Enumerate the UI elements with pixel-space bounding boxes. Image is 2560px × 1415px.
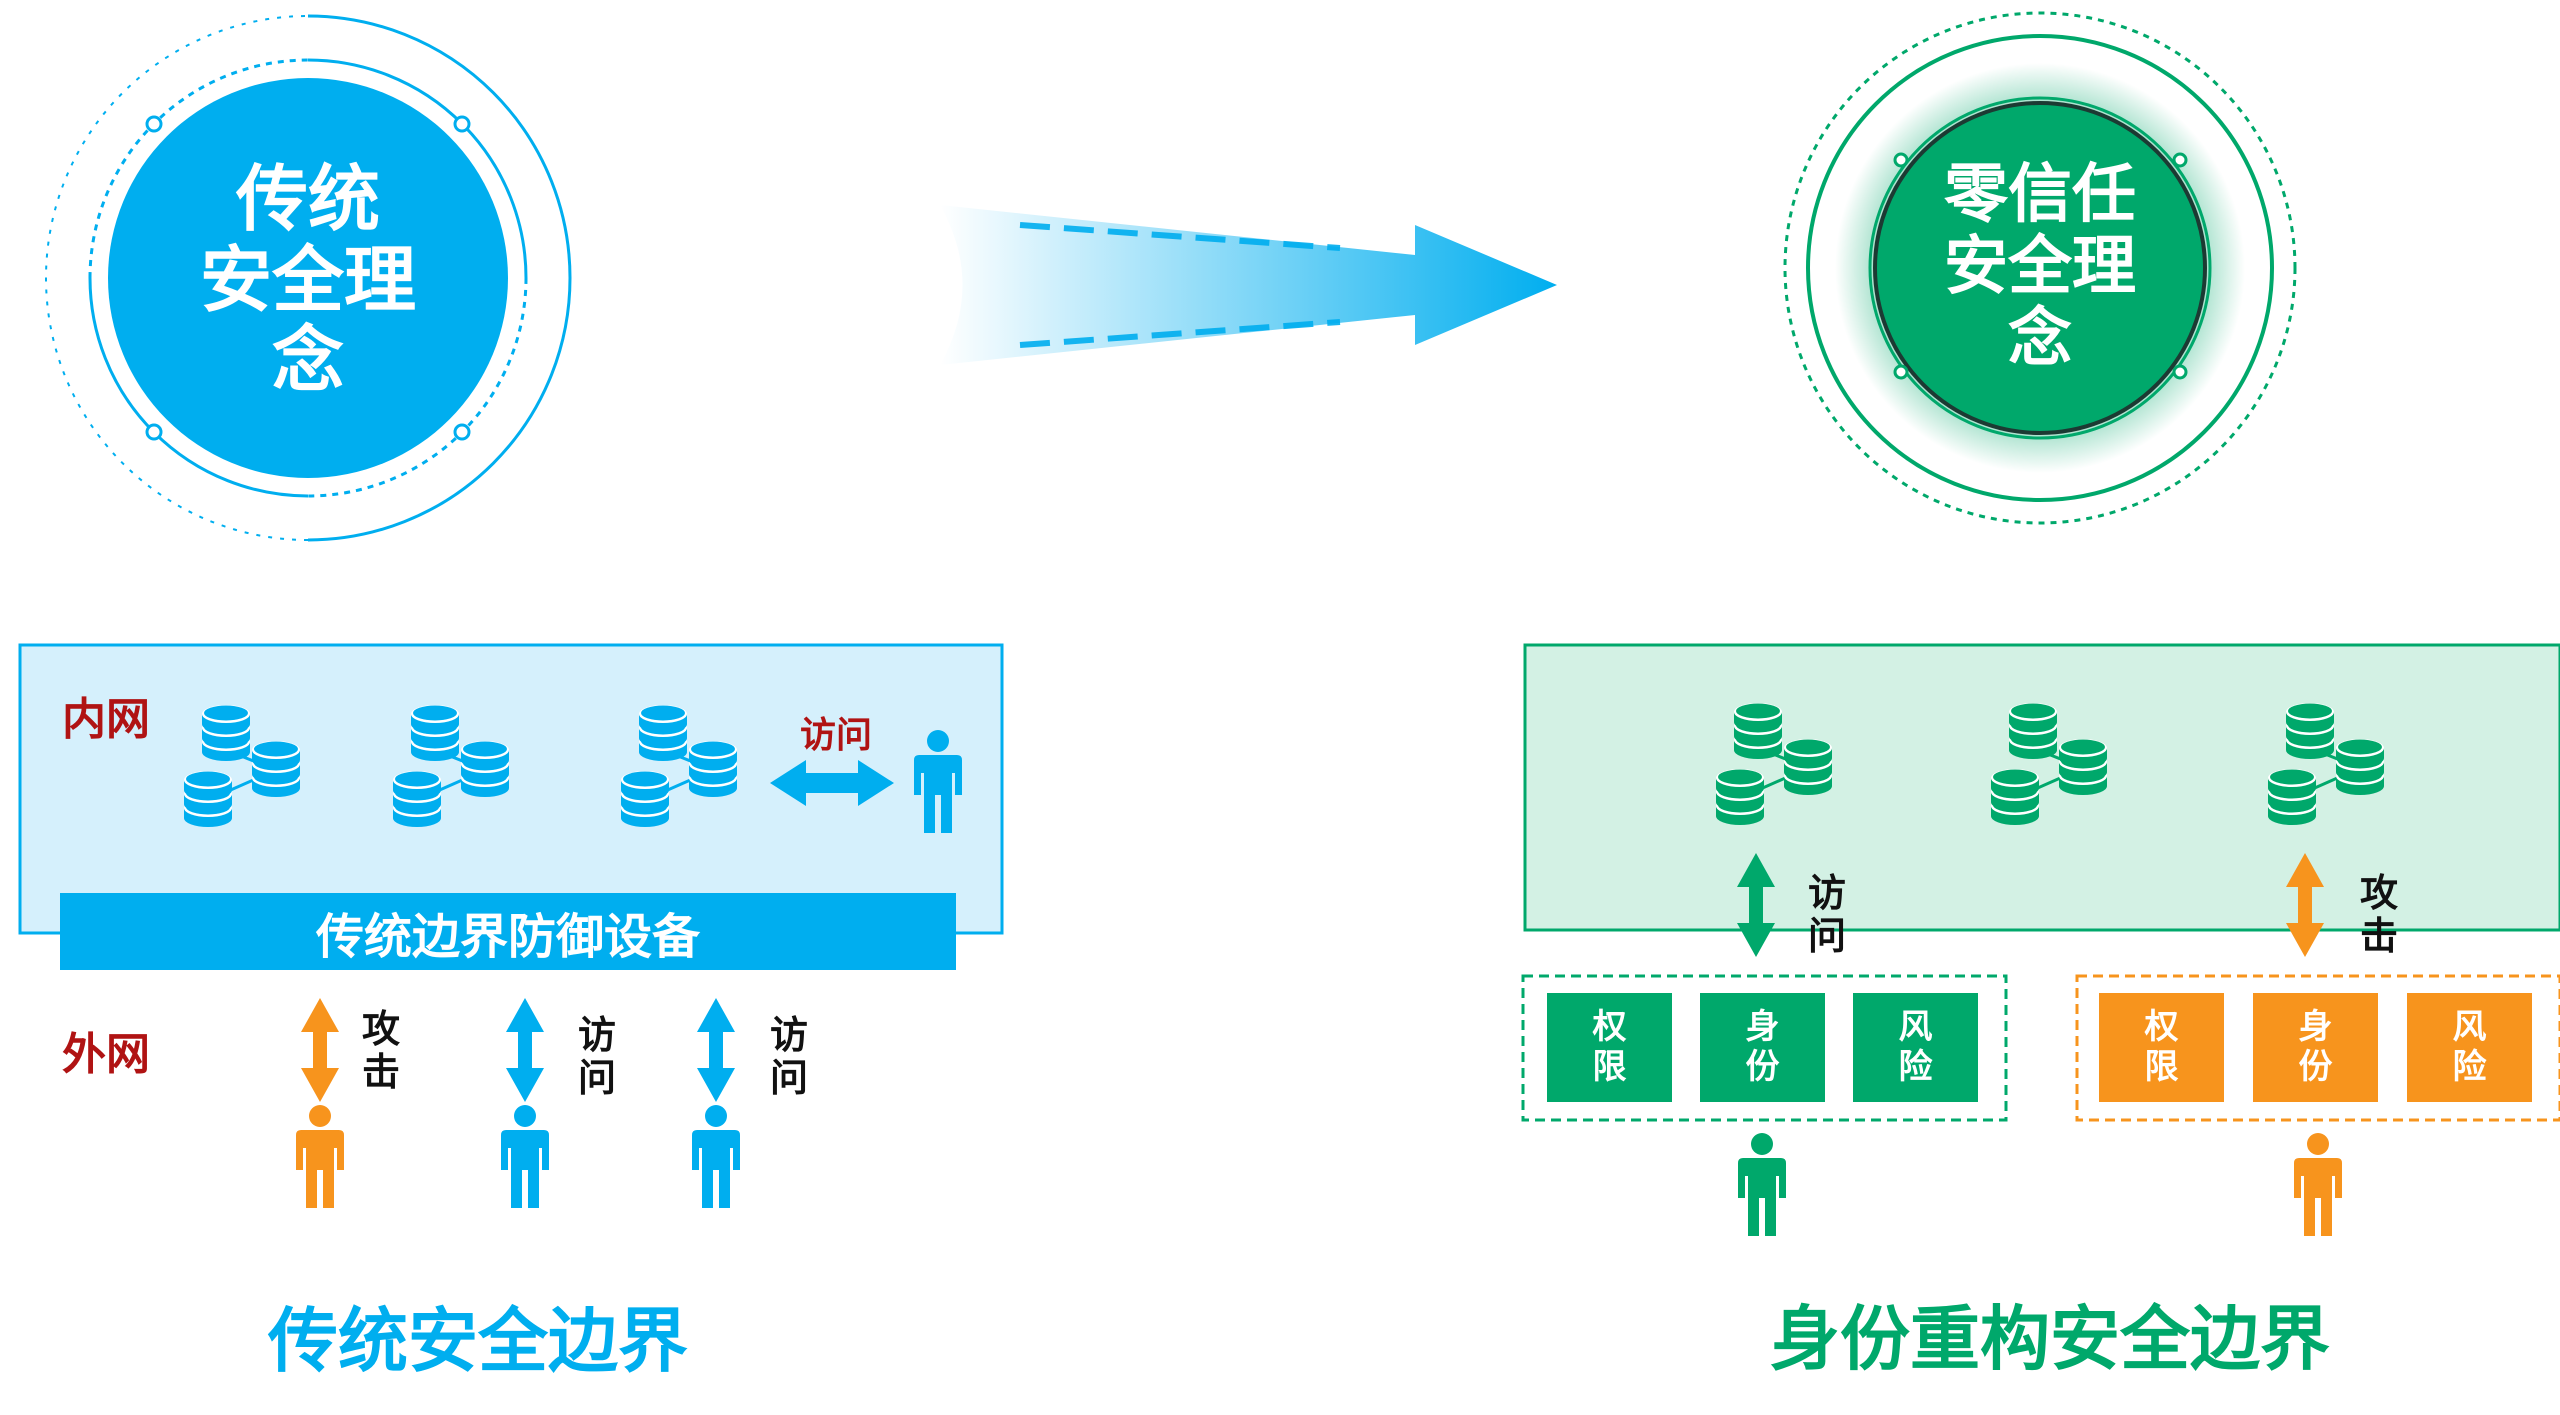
circle-line: 安全理 [199, 237, 416, 322]
extranet-label: 外网 [62, 1029, 150, 1080]
char: 击 [2360, 913, 2399, 958]
char: 击 [362, 1049, 401, 1094]
zero-trust-concept-circle [1783, 11, 2297, 525]
char: 问 [578, 1055, 617, 1100]
circle-line: 念 [2008, 301, 2072, 376]
circle-line: 零信任 [1944, 158, 2136, 233]
char: 风 [2452, 1007, 2487, 1048]
attack-arrow-icon [301, 998, 339, 1102]
intranet-access-label: 访问 [800, 715, 873, 756]
char: 险 [2452, 1046, 2487, 1087]
char: 访 [770, 1013, 809, 1057]
access-label: 访 问 [578, 1014, 638, 1099]
zero-trust-caption: 身份重构安全边界 [1770, 1298, 2330, 1380]
char: 问 [1808, 913, 1847, 958]
char: 风 [1898, 1007, 1933, 1048]
traditional-concept-title: 传统 安全理 念 [108, 130, 508, 430]
circle-line: 念 [271, 318, 344, 403]
char: 权 [1592, 1007, 1627, 1048]
transition-arrow [940, 205, 1557, 365]
char: 限 [1592, 1046, 1627, 1087]
access-arrow-icon [697, 998, 735, 1102]
traditional-caption: 传统安全边界 [268, 1300, 688, 1382]
boundary-defense-bar: 传统边界防御设备 [315, 908, 700, 965]
intranet-label: 内网 [62, 694, 150, 745]
permission-box: 权 限 [2099, 993, 2224, 1102]
intranet-access-arrow [770, 730, 962, 833]
identity-box: 身 份 [1700, 993, 1825, 1102]
risk-box: 风 险 [2407, 993, 2532, 1102]
access-label: 访 问 [1808, 872, 1868, 957]
attacker-icon [2294, 1133, 2342, 1236]
char: 险 [1898, 1046, 1933, 1087]
access-arrow-icon [506, 998, 544, 1102]
attack-label: 攻 击 [362, 1008, 422, 1093]
char: 身 [2298, 1007, 2333, 1048]
attack-label: 攻 击 [2360, 872, 2420, 957]
char: 限 [2144, 1046, 2179, 1087]
char: 问 [770, 1055, 809, 1100]
access-label: 访 问 [770, 1014, 830, 1099]
char: 访 [578, 1013, 617, 1057]
zero-trust-users [1738, 1133, 2342, 1236]
external-user-icon [692, 1105, 740, 1208]
user-icon [1738, 1133, 1786, 1236]
external-user-icon [501, 1105, 549, 1208]
circle-line: 传统 [235, 157, 380, 242]
attacker-icon [296, 1105, 344, 1208]
policy-groups [1521, 974, 2560, 1122]
char: 权 [2144, 1007, 2179, 1048]
char: 份 [1745, 1046, 1780, 1087]
char: 攻 [2360, 871, 2399, 915]
char: 份 [2298, 1046, 2333, 1087]
permission-box: 权 限 [1547, 993, 1672, 1102]
risk-box: 风 险 [1853, 993, 1978, 1102]
zero-trust-concept-title: 零信任 安全理 念 [1880, 128, 2200, 408]
traditional-concept-circle [44, 14, 572, 542]
char: 攻 [362, 1007, 401, 1051]
char: 访 [1808, 871, 1847, 915]
char: 身 [1745, 1007, 1780, 1048]
identity-box: 身 份 [2253, 993, 2378, 1102]
circle-line: 安全理 [1944, 230, 2136, 305]
